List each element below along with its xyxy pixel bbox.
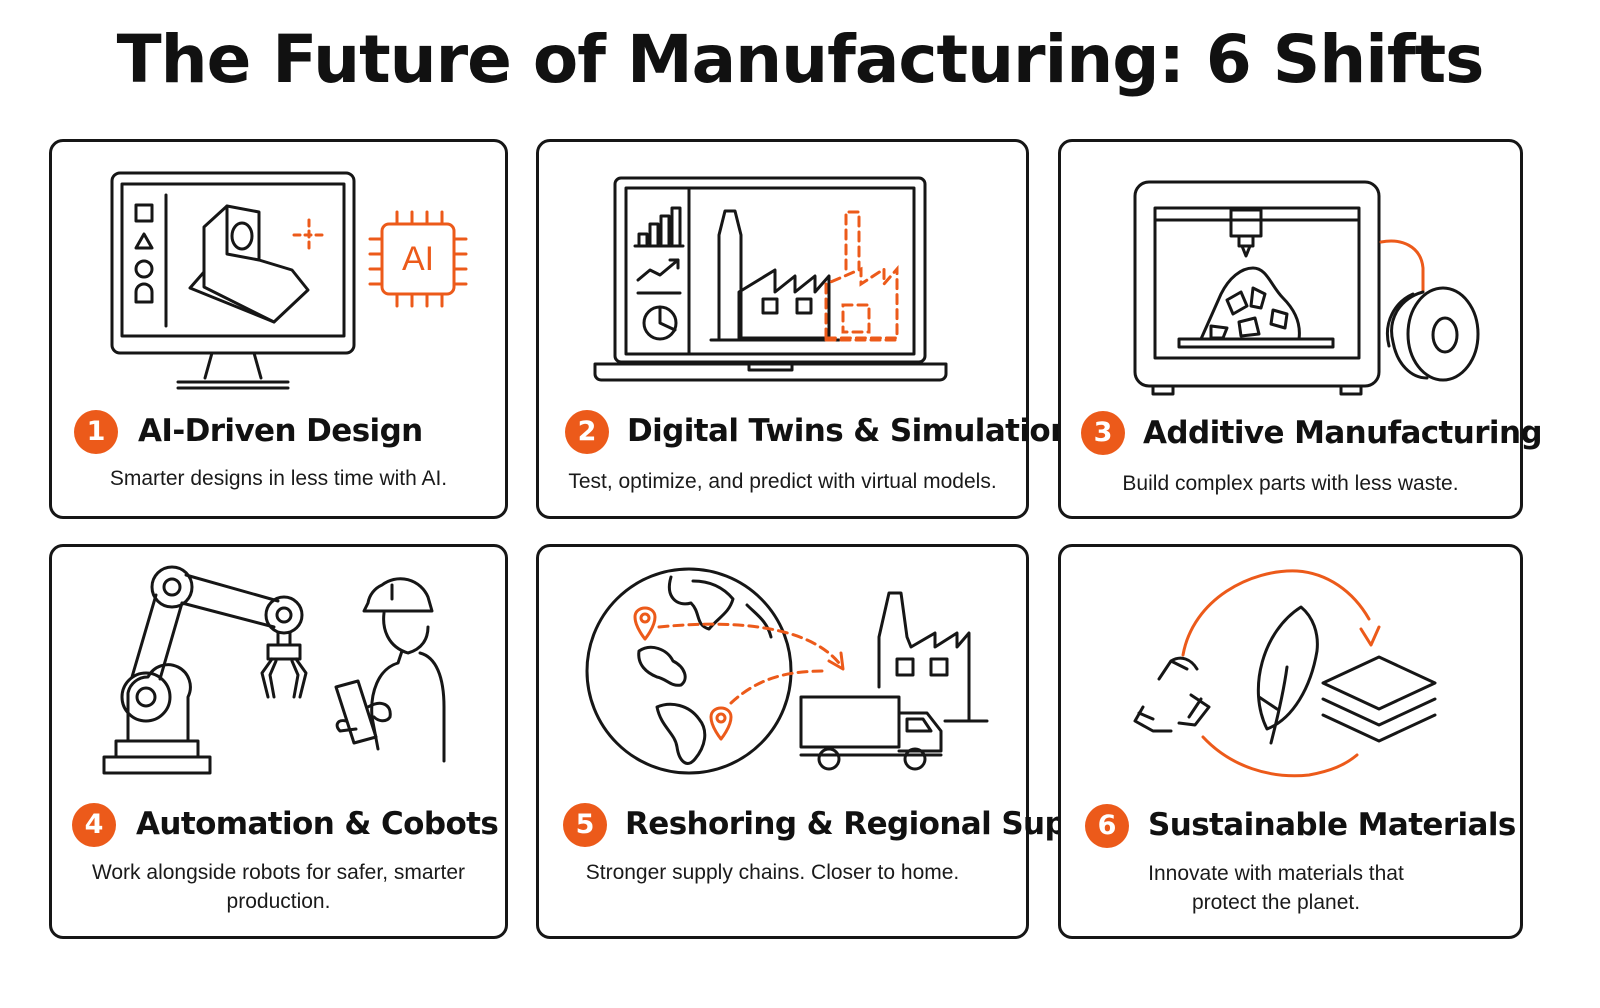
ai-chip-label: AI xyxy=(402,240,434,278)
recycle-leaf-layers-icon xyxy=(1133,569,1437,778)
step-badge-1: 1 xyxy=(74,410,118,454)
card-title: Additive Manufacturing xyxy=(1143,415,1543,451)
step-badge-2: 2 xyxy=(565,410,609,454)
card-description: Work alongside robots for safer, smarter… xyxy=(91,861,466,913)
globe-truck-factory-icon xyxy=(585,567,989,775)
card-title: Sustainable Materials xyxy=(1148,807,1516,843)
card-digital-twins: 2 Digital Twins & Simulation Test, optim… xyxy=(536,139,1072,519)
3d-printer-icon xyxy=(1133,180,1480,396)
card-description: Smarter designs in less time with AI. xyxy=(109,467,448,490)
step-badge-5: 5 xyxy=(563,803,607,847)
step-badge-3: 3 xyxy=(1081,411,1125,455)
card-automation-cobots: 4 Automation & Cobots Work alongside rob… xyxy=(49,544,508,939)
laptop-factory-twin-icon xyxy=(593,176,948,382)
step-badge-4: 4 xyxy=(72,803,116,847)
card-additive-manufacturing: 3 Additive Manufacturing Build complex p… xyxy=(1058,139,1543,519)
card-title: Automation & Cobots xyxy=(136,806,499,842)
card-title: Digital Twins & Simulation xyxy=(627,413,1072,449)
card-title: AI-Driven Design xyxy=(138,413,423,449)
step-badge-6: 6 xyxy=(1085,804,1129,848)
card-reshoring: 5 Reshoring & Regional Supply Stronger s… xyxy=(536,544,1118,939)
card-description: Test, optimize, and predict with virtual… xyxy=(568,470,997,493)
card-description: Stronger supply chains. Closer to home. xyxy=(585,861,960,884)
robot-arm-worker-icon xyxy=(102,565,446,775)
card-description: Innovate with materials that protect the… xyxy=(1148,862,1404,914)
card-sustainable-materials: 6 Sustainable Materials Innovate with ma… xyxy=(1058,544,1523,939)
card-title: Reshoring & Regional Supply xyxy=(625,806,1118,842)
card-ai-driven-design: AI 1 AI-Driven Design Smarter designs in… xyxy=(49,139,508,519)
page-title: The Future of Manufacturing: 6 Shifts xyxy=(116,21,1485,98)
monitor-cad-ai-chip-icon: AI xyxy=(110,171,468,390)
card-description: Build complex parts with less waste. xyxy=(1122,472,1459,495)
